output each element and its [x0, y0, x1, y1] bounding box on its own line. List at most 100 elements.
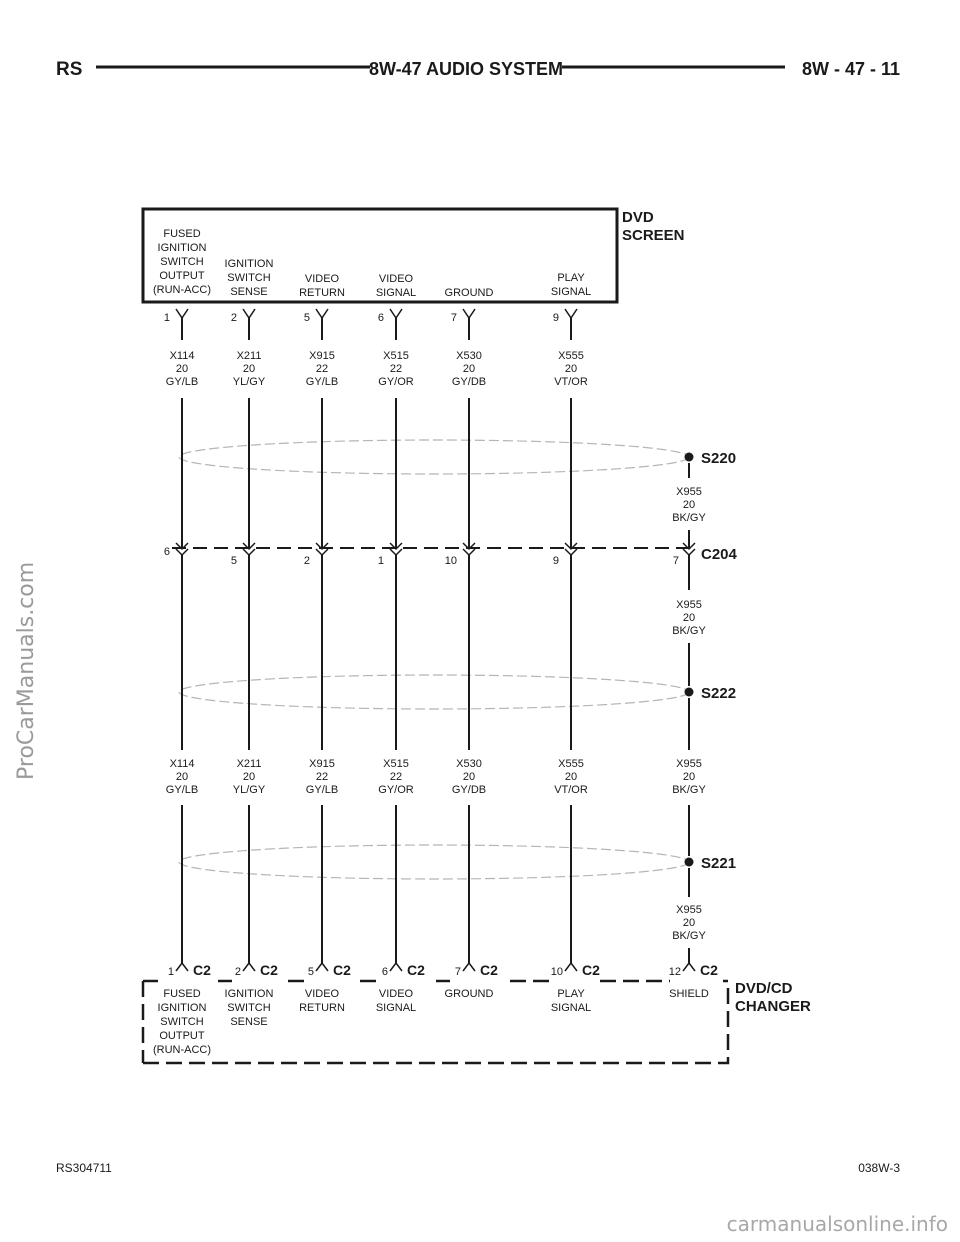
- bottom-label-x915-line-1: RETURN: [299, 1002, 345, 1014]
- wire-label-upper-x515-line-1: 22: [390, 363, 402, 375]
- wire-label-lower-x530-line-1: 20: [463, 771, 475, 783]
- c2-pin-terminal: [564, 961, 578, 972]
- header-title: 8W-47 AUDIO SYSTEM: [369, 59, 563, 79]
- top-pin-number-x211: 2: [231, 312, 237, 324]
- footer-right: 038W-3: [858, 1161, 900, 1175]
- wire-label-upper-x915-line-2: GY/LB: [306, 376, 338, 388]
- bottom-label-x530-line-0: GROUND: [445, 988, 494, 1000]
- top-pin-number-x915: 5: [304, 312, 310, 324]
- shield-wire-label-3-line-2: BK/GY: [672, 784, 706, 796]
- top-pin-number-x114: 1: [164, 312, 170, 324]
- header-page-number: 8W - 47 - 11: [802, 59, 900, 79]
- top-label-x515-line-0: VIDEO: [379, 273, 414, 285]
- c2-pin-terminal: [175, 961, 189, 972]
- wire-label-upper-x530-line-2: GY/DB: [452, 376, 486, 388]
- watermark-bottom: carmanualsonline.info: [726, 1212, 948, 1236]
- wire-label-upper-x555-line-0: X555: [558, 350, 584, 362]
- wire-label-lower-x530-line-0: X530: [456, 758, 482, 770]
- c2-label-x515: C2: [407, 962, 425, 978]
- watermark-left: ProCarManuals.com: [14, 561, 39, 780]
- top-pin-terminal: [175, 308, 189, 320]
- shield-wire-label-3-line-1: 20: [683, 771, 695, 783]
- top-pin-terminal: [389, 308, 403, 320]
- c2-label-x555: C2: [582, 962, 600, 978]
- wire-label-upper-x530-line-0: X530: [456, 350, 482, 362]
- top-label-x915-line-0: VIDEO: [305, 273, 340, 285]
- shield-wire-label-3-line-0: X955: [676, 758, 702, 770]
- bottom-label-x555-line-1: SIGNAL: [551, 1002, 591, 1014]
- c2-pin-terminal: [462, 961, 476, 972]
- wire-label-upper-x530-line-1: 20: [463, 363, 475, 375]
- wire-label-lower-x530-line-2: GY/DB: [452, 784, 486, 796]
- dvd-screen-box: [141, 207, 619, 304]
- wire-label-upper-x211-line-1: 20: [243, 363, 255, 375]
- shield-circuit: S220X95520BK/GY7X95520BK/GYS222X95520BK/…: [669, 450, 736, 1000]
- c2-pin-number-x515: 6: [382, 966, 388, 978]
- wire-label-upper-x211-line-0: X211: [237, 350, 262, 362]
- bottom-label-x211-line-0: IGNITION: [225, 988, 274, 1000]
- wire-label-lower-x915-line-1: 22: [316, 771, 328, 783]
- wire-label-upper-x915-line-0: X915: [309, 350, 335, 362]
- shield-wire-label-1-line-1: 20: [683, 499, 695, 511]
- bottom-label-x211-line-2: SENSE: [230, 1016, 267, 1028]
- shield-wire-label-2-line-1: 20: [683, 612, 695, 624]
- wire-label-lower-x515-line-2: GY/OR: [378, 784, 414, 796]
- c2-pin-number-x211: 2: [235, 966, 241, 978]
- wire-label-lower-x211-line-0: X211: [237, 758, 262, 770]
- c2-label-x114: C2: [193, 962, 211, 978]
- top-label-x530-line-0: GROUND: [445, 287, 494, 299]
- c2-pin-number-x530: 7: [455, 966, 461, 978]
- bottom-label-x114-line-1: IGNITION: [158, 1002, 207, 1014]
- shield-wire-label-1-line-0: X955: [676, 486, 702, 498]
- c2-label-x530: C2: [480, 962, 498, 978]
- top-label-x114-line-2: SWITCH: [160, 256, 203, 268]
- wire-label-lower-x555-line-1: 20: [565, 771, 577, 783]
- bottom-label-x114-line-0: FUSED: [163, 988, 200, 1000]
- top-pin-number-x515: 6: [378, 312, 384, 324]
- wire-label-lower-x114-line-0: X114: [170, 758, 195, 770]
- footer-left: RS304711: [56, 1161, 112, 1175]
- bottom-label-x114-line-2: SWITCH: [160, 1016, 203, 1028]
- top-label-x114-line-4: (RUN-ACC): [153, 284, 211, 296]
- top-label-x211-line-2: SENSE: [230, 286, 267, 298]
- c204-pin-number-x915: 2: [304, 555, 310, 567]
- shield-c204-pin-number: 7: [673, 555, 679, 567]
- wire-label-upper-x114-line-1: 20: [176, 363, 188, 375]
- shield-wire-label-2-line-0: X955: [676, 599, 702, 611]
- c2-pin-terminal: [315, 961, 329, 972]
- c2-pin-terminal: [242, 961, 256, 972]
- wire-label-lower-x515-line-1: 22: [390, 771, 402, 783]
- splice-s221-label: S221: [701, 855, 736, 872]
- wire-label-upper-x211-line-2: YL/GY: [233, 376, 266, 388]
- c2-label-x915: C2: [333, 962, 351, 978]
- c204-pin-number-x515: 1: [378, 555, 384, 567]
- circuits: FUSEDIGNITIONSWITCHOUTPUT(RUN-ACC)1X1142…: [153, 228, 600, 1056]
- top-pin-terminal: [564, 308, 578, 320]
- top-label-x915-line-1: RETURN: [299, 287, 345, 299]
- wire-label-lower-x555-line-2: VT/OR: [554, 784, 588, 796]
- wire-label-lower-x211-line-2: YL/GY: [233, 784, 266, 796]
- header-left: RS: [56, 59, 82, 80]
- splice-s222-label: S222: [701, 685, 736, 702]
- wire-label-lower-x515-line-0: X515: [383, 758, 409, 770]
- dvd-screen-name-2: SCREEN: [622, 227, 685, 244]
- top-label-x211-line-0: IGNITION: [225, 258, 274, 270]
- shield-wire-label-2-line-2: BK/GY: [672, 625, 706, 637]
- splice-s222-dot: [684, 687, 694, 697]
- wire-label-lower-x915-line-2: GY/LB: [306, 784, 338, 796]
- wire-label-upper-x915-line-1: 22: [316, 363, 328, 375]
- wire-label-lower-x211-line-1: 20: [243, 771, 255, 783]
- top-label-x555-line-0: PLAY: [557, 272, 585, 284]
- shield-wire-label-4-line-2: BK/GY: [672, 930, 706, 942]
- top-pin-number-x555: 9: [553, 312, 559, 324]
- circuit-x114: FUSEDIGNITIONSWITCHOUTPUT(RUN-ACC)1X1142…: [153, 228, 211, 1056]
- top-label-x114-line-0: FUSED: [163, 228, 200, 240]
- c204-pin-number-x114: 6: [164, 546, 170, 558]
- c204-pin-number-x555: 9: [553, 555, 559, 567]
- c204-pin-number-x211: 5: [231, 555, 237, 567]
